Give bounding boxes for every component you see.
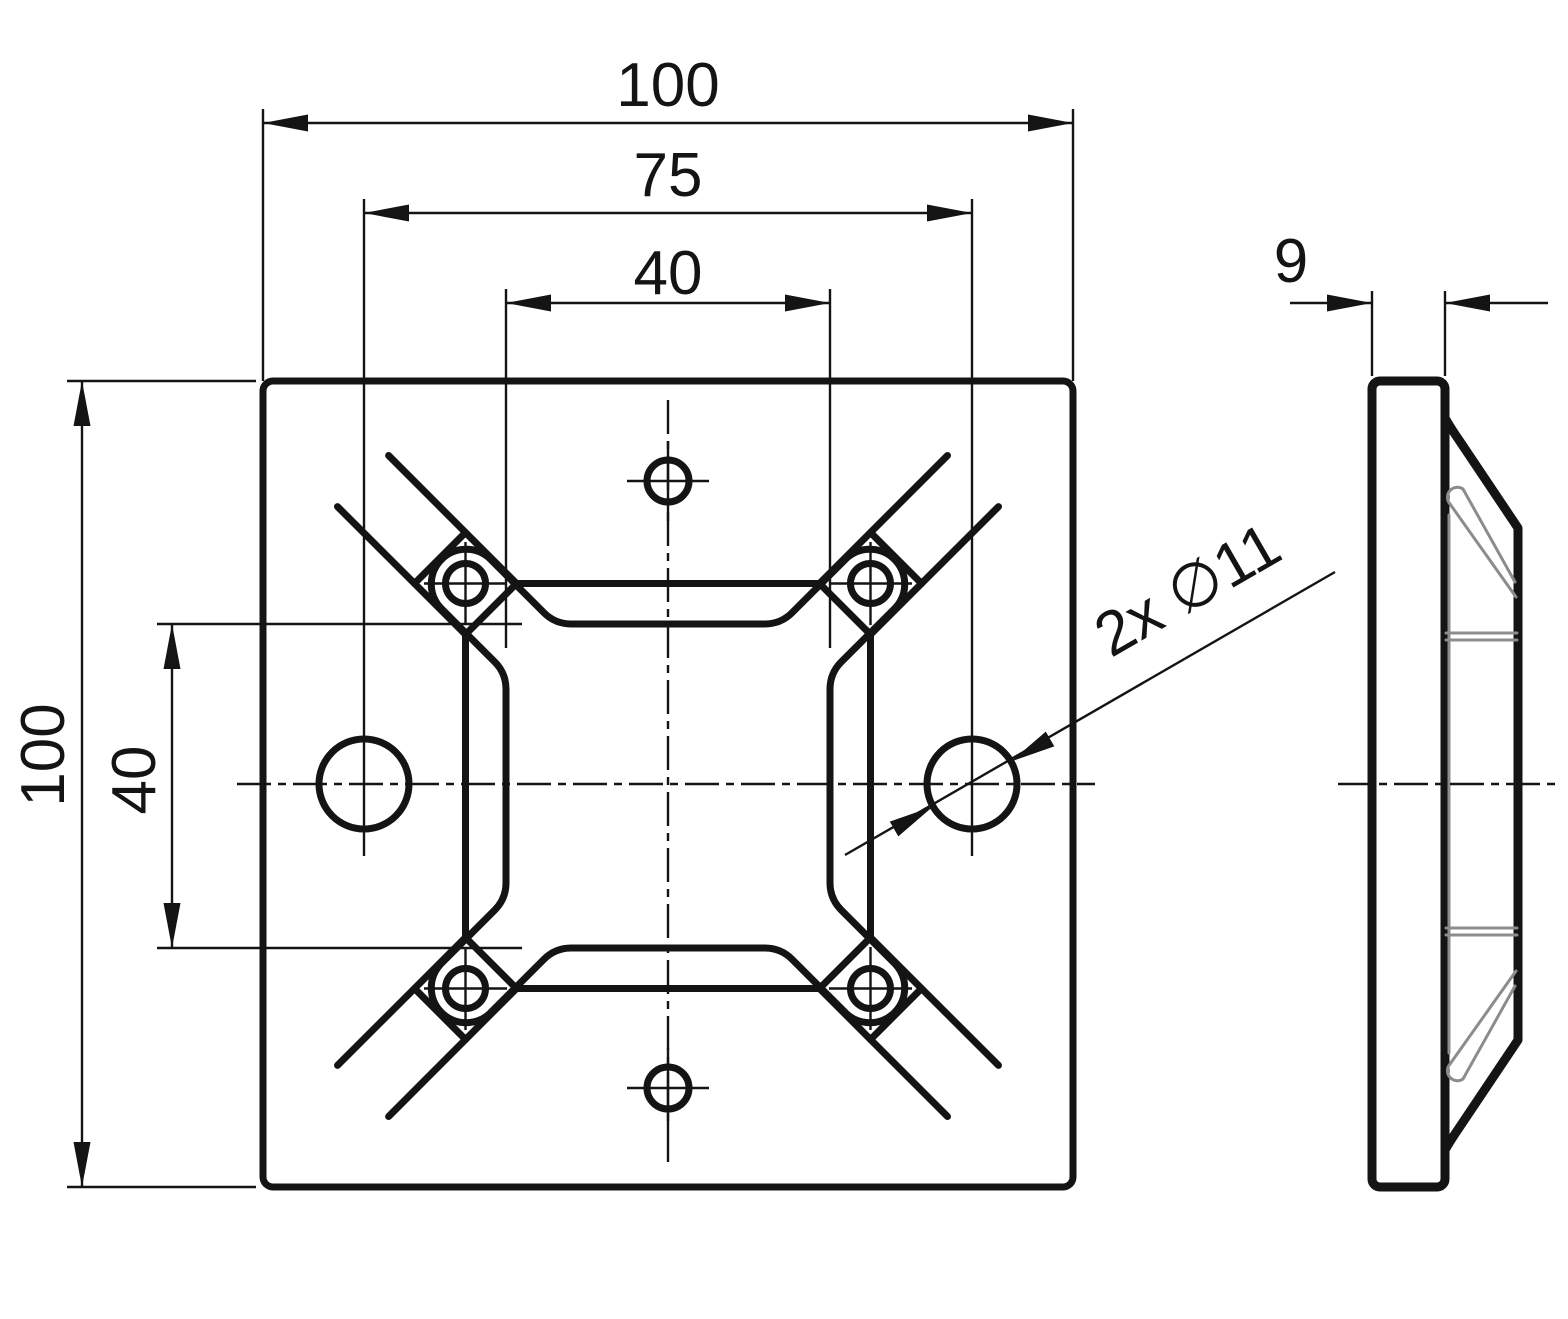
top-hole-centermark <box>627 441 709 521</box>
small-center-holes <box>627 441 709 1128</box>
corner-holes <box>424 542 912 1030</box>
arrowhead <box>1011 731 1055 762</box>
arrowhead <box>163 903 181 948</box>
opening-bottom-edge <box>1444 926 1519 937</box>
arrowhead <box>927 204 972 222</box>
dim-label-100-left: 100 <box>9 703 78 806</box>
dim-label-9: 9 <box>1274 227 1308 296</box>
arrowhead <box>73 381 91 426</box>
extension-lines <box>261 109 1075 381</box>
arrowhead <box>364 204 409 222</box>
dim-hole-spacing: 75 <box>362 141 974 856</box>
leader-line <box>844 570 1336 857</box>
corner-chamfer-edges <box>334 452 1002 1120</box>
arrowhead <box>889 806 933 837</box>
inner-opening-outline <box>427 545 909 1027</box>
arrowhead <box>1327 294 1372 312</box>
boss-side-edges <box>462 580 874 992</box>
arrowhead <box>73 1142 91 1187</box>
hole-callout-label: 2x ∅11 <box>1083 510 1292 670</box>
arrowhead <box>1445 294 1490 312</box>
arrowhead <box>163 624 181 669</box>
front-view: 100 75 40 100 <box>9 51 1336 1191</box>
dim-label-75: 75 <box>634 141 703 210</box>
dim-label-40-left: 40 <box>100 746 169 815</box>
extension-lines <box>1370 291 1447 376</box>
centermark-br <box>829 947 912 1030</box>
arrowhead <box>785 294 830 312</box>
arrowhead <box>263 114 308 132</box>
dim-overall-width: 100 <box>261 51 1075 381</box>
bottom-hole-centermark <box>627 1048 709 1128</box>
dim-overall-height: 100 <box>9 379 256 1189</box>
hole-callout: 2x ∅11 <box>844 510 1336 857</box>
arrowhead <box>1028 114 1073 132</box>
opening-top-edge <box>1444 631 1519 642</box>
dim-opening-width: 40 <box>504 239 832 648</box>
extension-lines <box>157 622 522 950</box>
centermark-tl <box>424 542 507 625</box>
dim-thickness: 9 <box>1274 227 1548 376</box>
extension-lines <box>504 289 832 648</box>
dim-label-40-top: 40 <box>634 239 703 308</box>
centerlines <box>237 400 1095 1165</box>
extension-lines <box>362 199 974 856</box>
dim-label-100-top: 100 <box>616 51 719 120</box>
side-view: 9 <box>1274 227 1560 1192</box>
centermark-bl <box>424 947 507 1030</box>
dim-opening-height: 40 <box>100 622 522 950</box>
bottom-hole-edge <box>1445 969 1518 1083</box>
top-hole-edge <box>1445 485 1518 599</box>
side-tangent-edges <box>1444 485 1519 1083</box>
centermark-tr <box>829 542 912 625</box>
arrowhead <box>506 294 551 312</box>
extension-lines <box>67 379 256 1189</box>
